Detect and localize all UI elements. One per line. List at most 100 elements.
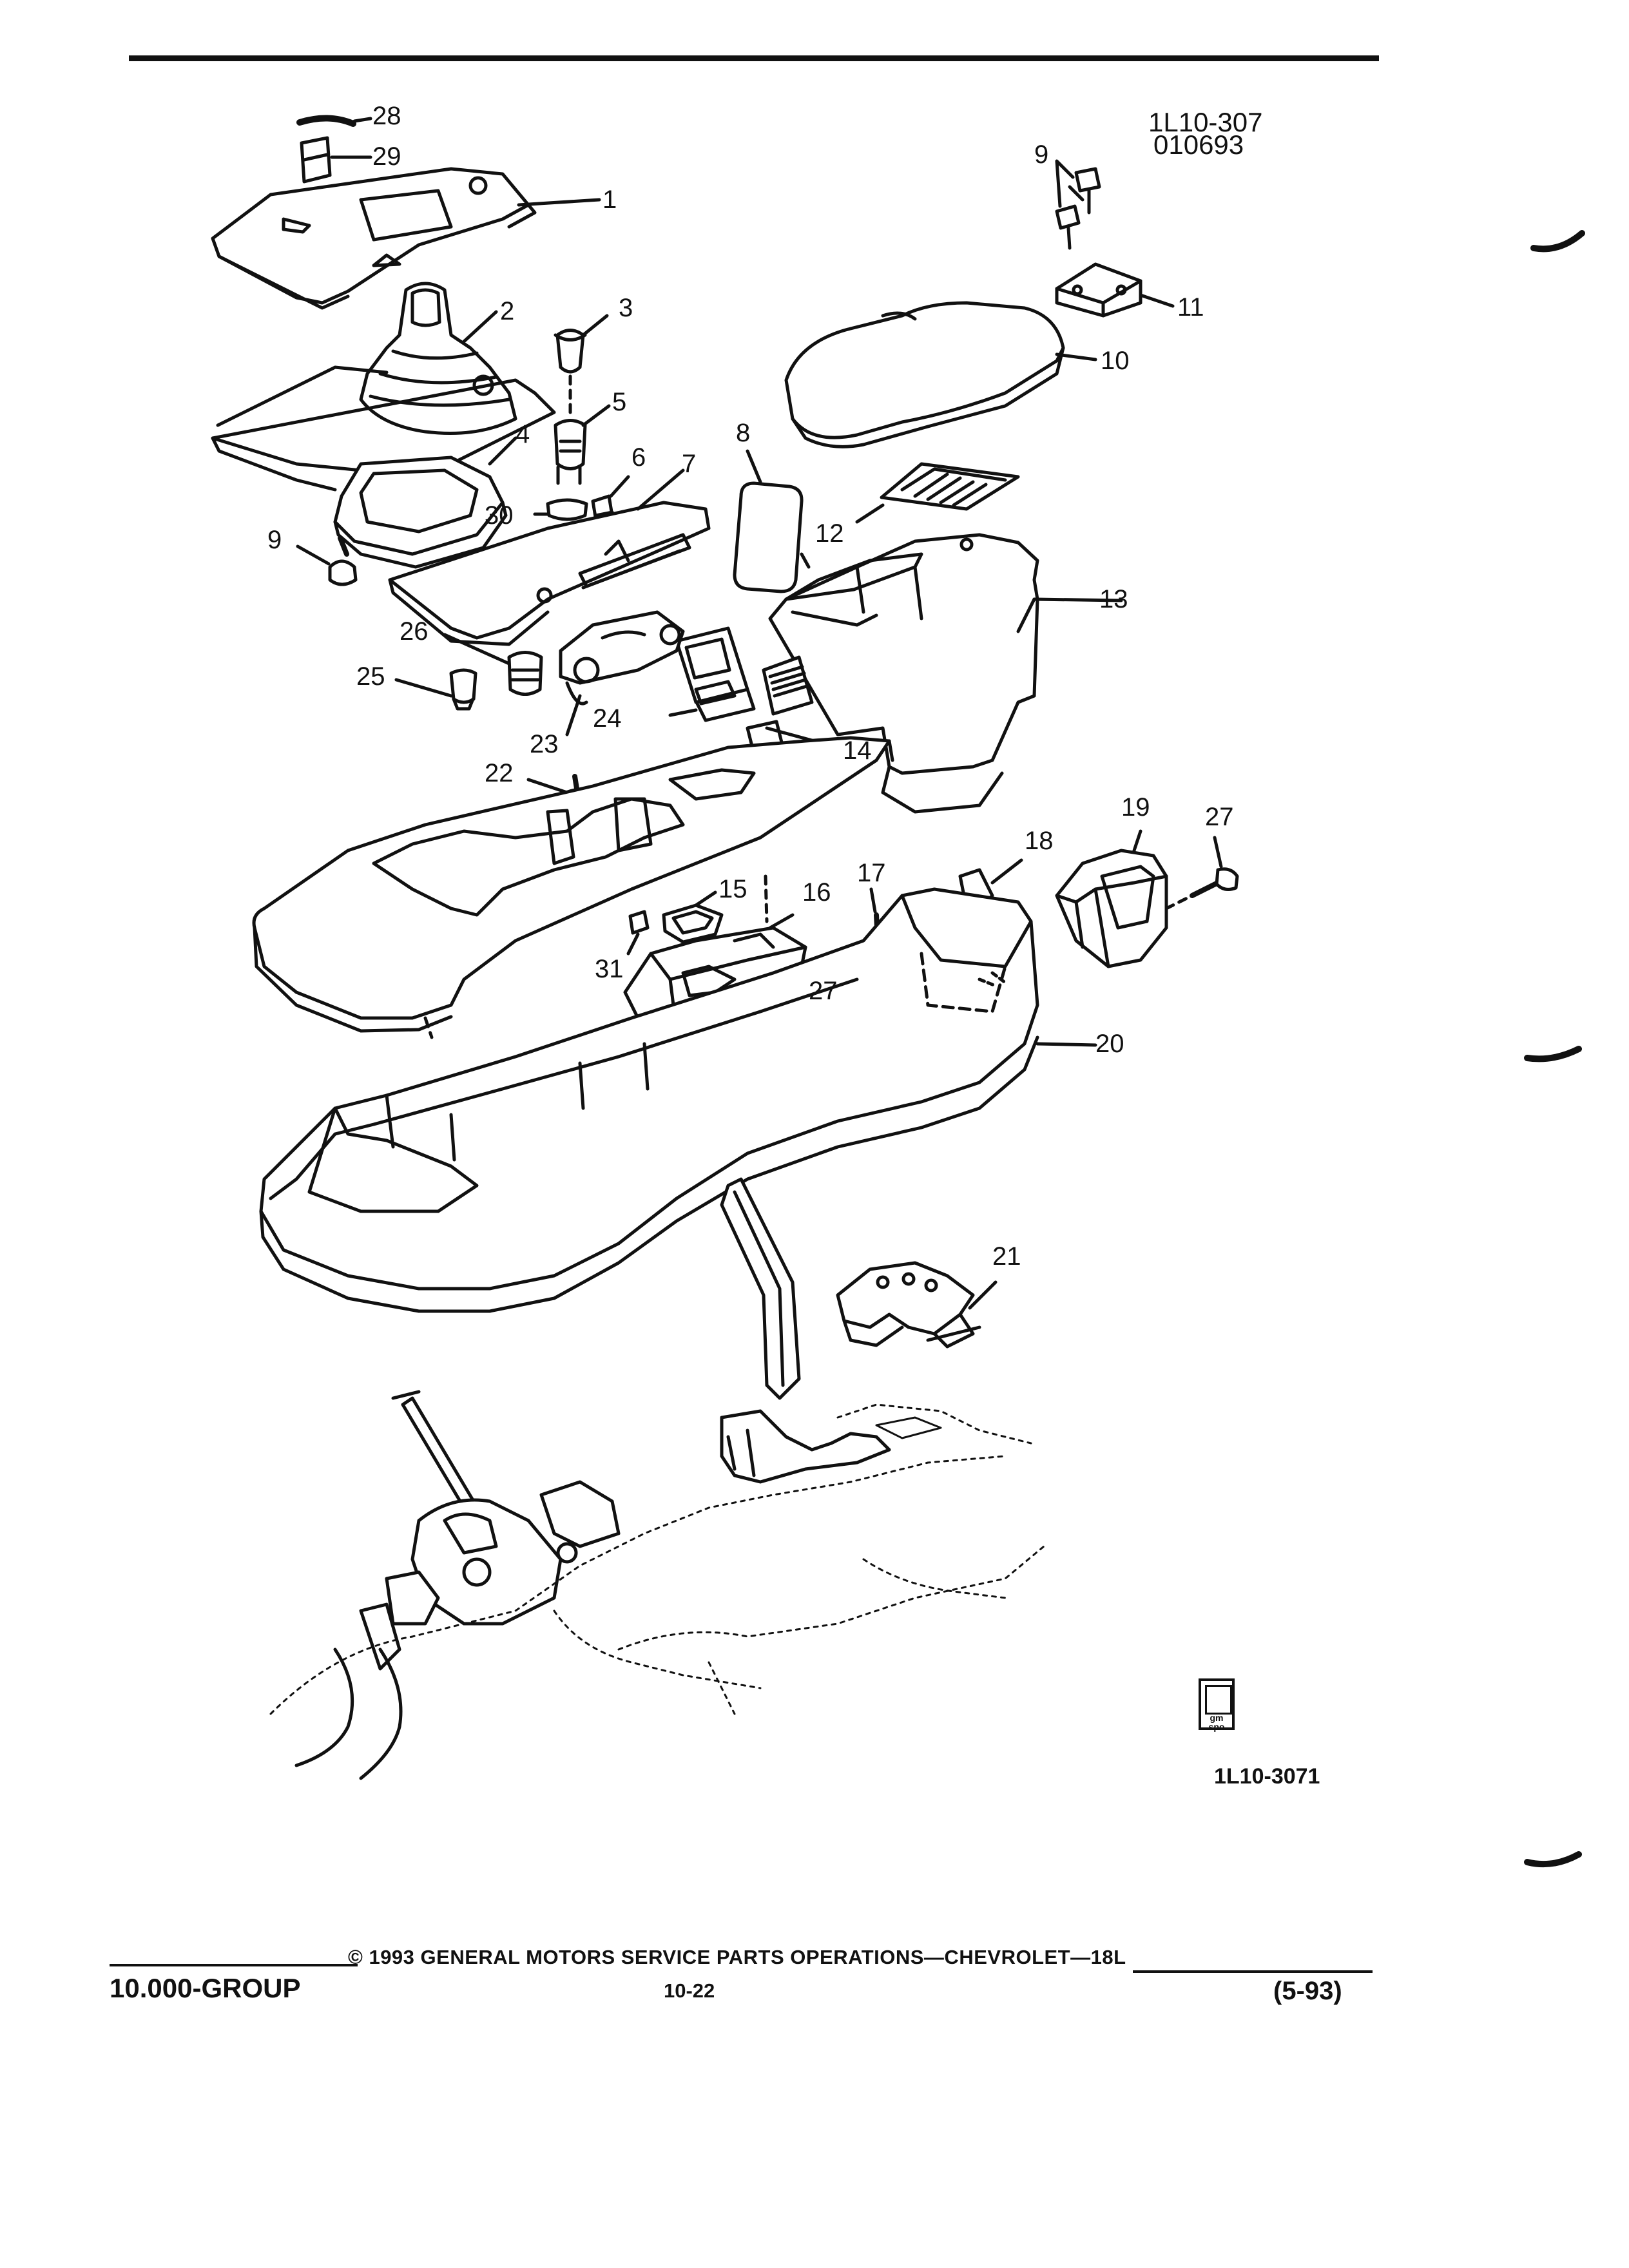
figure-number: 1L10-3071 [1214, 1764, 1320, 1789]
illustration-date-code: 010693 [1153, 130, 1244, 160]
gm-spo-logo: gm spo [1199, 1678, 1235, 1731]
callout-4: 4 [516, 420, 530, 448]
leader-24 [668, 708, 698, 717]
leader-13 [1032, 597, 1123, 602]
part-24-window-switch [675, 626, 756, 722]
callout-31: 31 [595, 955, 624, 983]
part-27-screw-right [1190, 867, 1239, 898]
leader-31 [626, 932, 640, 956]
part-8-cover [733, 481, 811, 593]
part-28-strip [296, 115, 356, 127]
leader-1 [517, 198, 601, 207]
callout-27-center: 27 [809, 977, 838, 1005]
part-front-console-bezel [252, 736, 894, 1039]
part-5-switch [554, 419, 587, 485]
leader-12 [855, 503, 885, 524]
part-29-clip [300, 136, 332, 184]
leader-6 [609, 475, 630, 498]
leader-5 [581, 404, 611, 427]
callout-2: 2 [500, 297, 515, 325]
top-rule [129, 55, 1379, 61]
part-23-control-bracket [559, 610, 685, 706]
part-21-bracket [836, 1261, 981, 1349]
callout-1: 1 [602, 186, 617, 214]
dash-19-27 [1164, 894, 1194, 910]
leader-23 [565, 694, 582, 736]
callout-7: 7 [682, 450, 697, 478]
callout-9-right: 9 [1034, 140, 1049, 169]
footer-page-number: 10-22 [664, 1979, 715, 2002]
callout-12: 12 [815, 519, 844, 548]
callout-25: 25 [356, 662, 385, 691]
callout-18: 18 [1025, 827, 1054, 855]
part-3-knob [554, 329, 587, 374]
callout-8: 8 [736, 419, 751, 447]
callout-24: 24 [593, 704, 622, 733]
leader-25 [394, 678, 453, 698]
callout-10: 10 [1101, 347, 1130, 375]
margin-mark-1 [1530, 230, 1585, 253]
shifter-assembly [294, 1390, 621, 1780]
part-20-console-base [259, 887, 1039, 1313]
part-10-armrest-lid [784, 301, 1065, 448]
part-9-pushpin-left [328, 535, 358, 586]
callout-19: 19 [1121, 793, 1150, 822]
margin-mark-3 [1524, 1851, 1582, 1868]
leader-21 [968, 1280, 998, 1310]
callout-28: 28 [372, 102, 401, 130]
parking-brake-lever [720, 1177, 891, 1484]
margin-mark-2 [1524, 1046, 1582, 1062]
part-11-hinge [1055, 262, 1142, 318]
callout-11: 11 [1177, 293, 1204, 322]
leader-22 [526, 778, 569, 794]
leader-11 [1139, 293, 1175, 308]
part-13-console-rear [768, 533, 1039, 814]
callout-3: 3 [619, 294, 633, 322]
callout-13: 13 [1099, 585, 1128, 613]
callout-9-left: 9 [267, 526, 282, 554]
leader-26 [443, 633, 511, 666]
callout-21: 21 [992, 1242, 1021, 1271]
leader-8 [746, 449, 762, 484]
dash-16 [764, 874, 769, 923]
leader-27-right [1213, 836, 1223, 869]
leader-4 [488, 436, 517, 466]
leader-28 [352, 117, 372, 123]
leader-9-left [296, 544, 331, 566]
part-12-pad [880, 462, 1020, 511]
leader-9-right [1055, 159, 1075, 208]
footer-date: (5-93) [1273, 1977, 1342, 2005]
illustration-code: 1L10-307 [1148, 107, 1263, 137]
leader-17 [869, 887, 877, 914]
footer-group: 10.000-GROUP [110, 1973, 301, 2003]
part-26-socket [507, 651, 543, 696]
part-2-shift-boot [211, 282, 556, 492]
floor-pan-outline [269, 1403, 1045, 1715]
callout-26: 26 [400, 617, 429, 646]
callout-23: 23 [530, 730, 559, 758]
callout-30: 30 [485, 501, 514, 530]
part-9-screws-right [1055, 167, 1101, 250]
leader-15 [694, 890, 717, 907]
callout-5: 5 [612, 388, 627, 416]
leader-2 [462, 310, 498, 343]
leader-3 [581, 314, 609, 337]
leader-19 [1132, 829, 1142, 852]
part-19-storage-bin [1055, 849, 1168, 968]
part-1-shift-plate [211, 167, 537, 310]
leader-10 [1055, 352, 1097, 361]
leader-20 [1036, 1042, 1097, 1047]
leader-16 [768, 913, 795, 930]
leader-18 [990, 858, 1023, 885]
part-7-indicator-plate [388, 501, 711, 646]
callout-16: 16 [802, 878, 831, 907]
part-25-bulb [449, 668, 477, 711]
leader-7 [636, 468, 685, 511]
callout-17: 17 [857, 859, 886, 887]
part-31-clip [628, 910, 650, 935]
footer-rule-right [1133, 1970, 1373, 1973]
callout-27-right: 27 [1205, 803, 1234, 831]
footer-copyright: © 1993 GENERAL MOTORS SERVICE PARTS OPER… [348, 1946, 1126, 1968]
gm-spo-logo-frame [1205, 1685, 1232, 1715]
